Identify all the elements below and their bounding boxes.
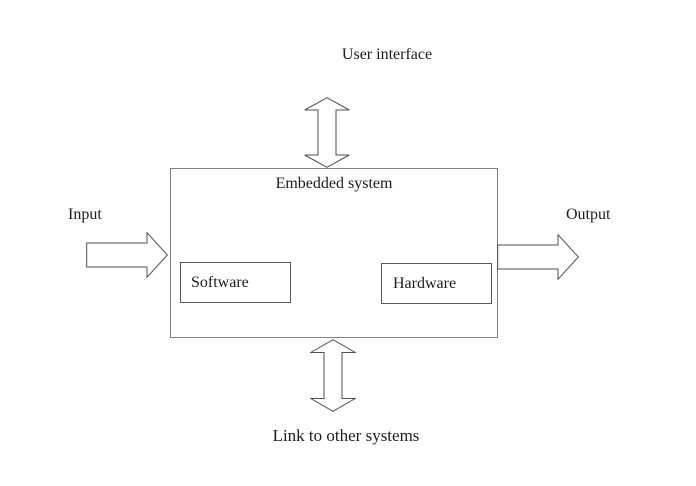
up-down-arrow-shape	[304, 97, 350, 168]
user-interface-label: User interface	[341, 46, 433, 63]
embedded-system-box: Embedded system Software Hardware	[170, 168, 498, 338]
input-arrow	[86, 232, 168, 278]
embedded-system-title: Embedded system	[275, 175, 393, 192]
output-label: Output	[566, 206, 611, 223]
right-arrow-shape	[86, 232, 168, 278]
output-arrow	[497, 234, 579, 280]
link-to-other-systems-label: Link to other systems	[272, 426, 420, 445]
up-down-arrow-bottom	[310, 339, 356, 412]
right-arrow-shape	[497, 234, 579, 280]
hardware-box: Hardware	[381, 263, 492, 304]
hardware-label: Hardware	[393, 274, 457, 292]
up-down-arrow-shape	[310, 339, 356, 412]
software-box: Software	[180, 262, 291, 303]
software-label: Software	[191, 273, 249, 291]
up-down-arrow-top	[304, 97, 350, 168]
input-label: Input	[68, 206, 102, 223]
